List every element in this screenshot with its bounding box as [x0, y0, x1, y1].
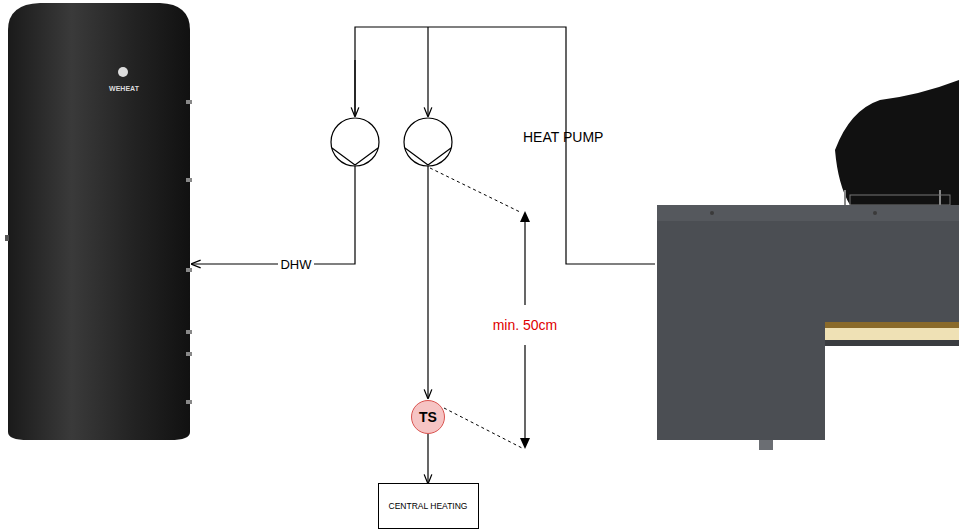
dhw-tank	[5, 3, 192, 440]
process-box: CENTRAL HEATING	[378, 483, 479, 529]
node-text: TS	[419, 409, 437, 425]
pipework	[192, 27, 655, 398]
node-text: WEHEAT	[68, 85, 180, 92]
node-text: CENTRAL HEATING	[389, 501, 468, 511]
dimension-label: min. 50cm	[491, 317, 560, 333]
dimension-marker	[430, 168, 530, 449]
heat-pump-unit	[657, 80, 959, 450]
pump-symbols	[331, 118, 452, 166]
pipe-label: DHW	[278, 257, 313, 272]
temperature-sensor: TS	[411, 400, 445, 434]
unit-label: HEAT PUMP	[521, 129, 605, 145]
tank-logo: WEHEAT	[8, 3, 190, 440]
connector	[427, 434, 428, 483]
